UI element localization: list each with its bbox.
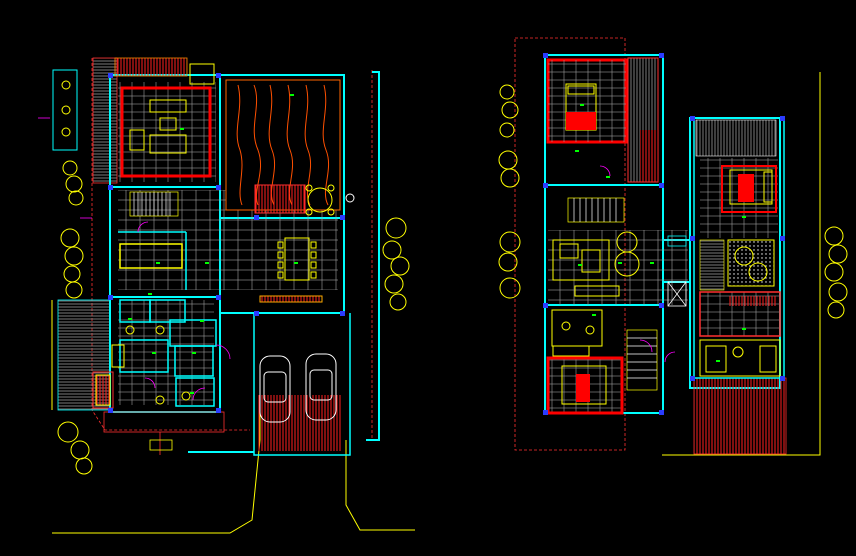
entry-path (103, 411, 225, 455)
column-markers-upper (543, 53, 785, 415)
upper-hall-floor (548, 230, 688, 305)
column-markers (108, 73, 345, 413)
bed-icon (561, 365, 607, 405)
top-planter (114, 57, 188, 77)
kitchen-counter (259, 295, 323, 303)
tree-symbol-icon (60, 228, 84, 299)
ground-floor-plan (38, 57, 415, 534)
door-swing-icon (599, 165, 676, 363)
door-swing-icon (137, 221, 231, 401)
study-furniture (552, 231, 640, 297)
balcony-hatch (693, 377, 787, 455)
room-tags-upper (575, 104, 746, 362)
upper-bathroom (551, 309, 603, 357)
right-wing-frame (693, 117, 785, 379)
tree-symbol-icon (52, 69, 84, 206)
tree-symbol-icon (57, 421, 93, 475)
lower-floor (118, 300, 214, 405)
car-icon (259, 353, 337, 423)
corridor-detail (667, 235, 687, 307)
stair-icon (626, 329, 658, 391)
accent-lines (38, 117, 92, 219)
master-bedroom (700, 158, 778, 238)
tree-symbol-icon (382, 217, 410, 311)
walk-in-closet (699, 239, 781, 337)
upper-floor-plan (498, 37, 848, 456)
interior-walls (118, 231, 217, 407)
room-tags (128, 94, 298, 394)
tree-symbol-icon (824, 226, 848, 319)
bedroom-bottom (546, 356, 624, 415)
right-site-wall (366, 71, 380, 441)
living-room (120, 86, 212, 178)
top-square (189, 63, 215, 85)
deck-top (92, 57, 118, 184)
garage (253, 313, 351, 456)
garden-zone (225, 79, 341, 214)
planter-area (727, 239, 775, 287)
property-line (91, 58, 373, 440)
site-boundary-right (662, 72, 821, 456)
bedroom-top (546, 58, 628, 144)
dining-table-icon (277, 237, 317, 281)
sofa-icon (559, 243, 579, 259)
tree-symbol-icon (498, 84, 521, 299)
living-floor (118, 82, 216, 182)
stair-icon (129, 191, 179, 217)
stair-icon (567, 197, 625, 223)
right-wing-hatch (695, 119, 777, 157)
master-bathroom (699, 339, 781, 377)
outdoor-table-icon (305, 184, 355, 216)
sofa-icon (149, 134, 187, 154)
bathroom-fixtures (92, 325, 191, 409)
upper-wall-strip (640, 130, 658, 182)
